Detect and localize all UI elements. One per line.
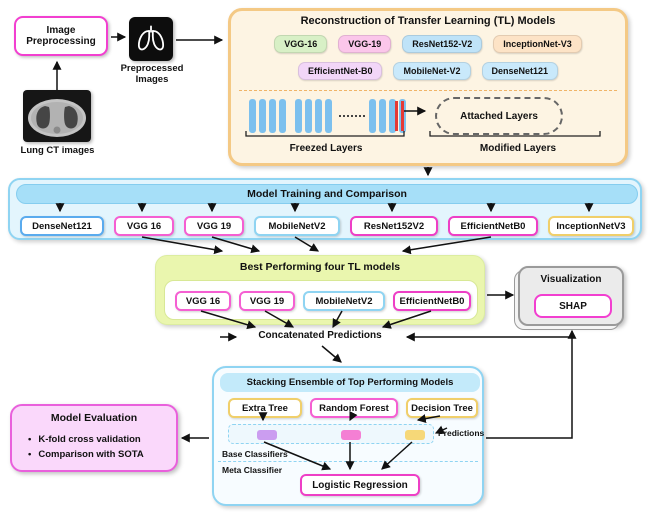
prediction-chip-purple: [257, 430, 277, 440]
training-model-box: EfficientNetB0: [448, 216, 538, 236]
classifier-box-random-forest: Random Forest: [310, 398, 398, 418]
stacking-ensemble-panel: Stacking Ensemble of Top Performing Mode…: [212, 366, 484, 506]
evaluation-bullet: Comparison with SOTA: [26, 447, 170, 462]
tl-model-badge: DenseNet121: [481, 62, 559, 80]
tl-model-badge: VGG-16: [274, 35, 328, 53]
tl-dashed-divider: [239, 90, 617, 91]
predictions-tray: [228, 424, 434, 444]
concatenated-predictions-label: Concatenated Predictions: [258, 330, 382, 341]
visualization-panel: Visualization SHAP: [518, 266, 624, 326]
frozen-layer-bar: [249, 99, 256, 133]
training-model-box: DenseNet121: [20, 216, 104, 236]
preprocessed-images-icon: [129, 17, 173, 61]
best-model-box: MobileNetV2: [303, 291, 385, 311]
frozen-layer-bar: [369, 99, 376, 133]
model-training-panel: Model Training and Comparison DenseNet12…: [8, 178, 642, 240]
lung-ct-caption: Lung CT images: [20, 145, 95, 156]
attached-layers-box: Attached Layers: [435, 97, 563, 135]
preprocessed-images-caption: Preprocessed Images: [120, 63, 184, 85]
tl-reconstruction-panel: Reconstruction of Transfer Learning (TL)…: [228, 8, 628, 166]
image-preprocessing-box: Image Preprocessing: [14, 16, 108, 56]
shap-box: SHAP: [534, 294, 612, 318]
evaluation-bullet-text: K-fold cross validation: [38, 434, 141, 445]
base-classifiers-label: Base Classifiers: [222, 449, 288, 459]
prediction-chip-pink: [341, 430, 361, 440]
layer-cut-marker: [395, 101, 404, 131]
best-model-box: EfficientNetB0: [393, 291, 471, 311]
stacking-title-bar: Stacking Ensemble of Top Performing Mode…: [220, 373, 480, 392]
ct-scan-icon: [23, 90, 91, 142]
frozen-layer-bar: [379, 99, 386, 133]
classifier-box-decision-tree: Decision Tree: [406, 398, 478, 418]
training-model-box: InceptionNetV3: [548, 216, 634, 236]
frozen-layers-strip: [249, 99, 409, 133]
tl-model-badge: InceptionNet-V3: [493, 35, 582, 53]
classifier-box-extra-tree: Extra Tree: [228, 398, 302, 418]
best-models-panel: Best Performing four TL models VGG 16 VG…: [155, 255, 485, 325]
tl-badge-row-1: VGG-16 VGG-19 ResNet152-V2 InceptionNet-…: [239, 35, 617, 53]
frozen-layer-bar: [305, 99, 312, 133]
lung-ct-image: [23, 90, 91, 142]
prediction-chip-yellow: [405, 430, 425, 440]
model-evaluation-panel: Model Evaluation K-fold cross validation…: [10, 404, 178, 472]
best-model-box: VGG 16: [175, 291, 231, 311]
freezed-layers-label: Freezed Layers: [289, 143, 363, 154]
tl-model-badge: ResNet152-V2: [402, 35, 483, 53]
best-model-box: VGG 19: [239, 291, 295, 311]
evaluation-bullet-text: Comparison with SOTA: [38, 449, 144, 461]
evaluation-bullet: K-fold cross validation: [26, 432, 170, 447]
lungs-icon: [137, 25, 165, 51]
best-models-inner: VGG 16 VGG 19 MobileNetV2 EfficientNetB0: [164, 280, 478, 320]
tl-panel-title: Reconstruction of Transfer Learning (TL)…: [300, 15, 556, 27]
tl-model-badge: VGG-19: [338, 35, 392, 53]
training-model-box: ResNet152V2: [350, 216, 438, 236]
frozen-layer-bar: [325, 99, 332, 133]
logistic-regression-box: Logistic Regression: [300, 474, 420, 496]
modified-layers-label: Modified Layers: [479, 143, 557, 154]
frozen-layer-bar: [269, 99, 276, 133]
tl-model-badge: EfficientNet-B0: [297, 62, 383, 80]
model-training-title-bar: Model Training and Comparison: [16, 184, 638, 204]
visualization-title: Visualization: [540, 274, 602, 285]
tl-badge-row-2: EfficientNet-B0 MobileNet-V2 DenseNet121: [239, 62, 617, 80]
frozen-layer-bar: [315, 99, 322, 133]
meta-classifier-label: Meta Classifier: [222, 465, 282, 475]
classifier-divider: [218, 461, 478, 462]
frozen-layer-bar: [389, 99, 396, 133]
predictions-label: Predictions: [438, 428, 485, 438]
best-models-title: Best Performing four TL models: [239, 261, 401, 273]
frozen-layer-bar: [259, 99, 266, 133]
frozen-layer-bar: [295, 99, 302, 133]
tl-model-badge: MobileNet-V2: [393, 62, 471, 80]
frozen-layer-bar: [279, 99, 286, 133]
training-model-box: MobileNetV2: [254, 216, 340, 236]
evaluation-bullet-list: K-fold cross validation Comparison with …: [26, 432, 170, 462]
layer-ellipsis-dots: [339, 115, 365, 117]
model-evaluation-title: Model Evaluation: [50, 412, 138, 424]
training-model-box: VGG 16: [114, 216, 174, 236]
training-model-box: VGG 19: [184, 216, 244, 236]
